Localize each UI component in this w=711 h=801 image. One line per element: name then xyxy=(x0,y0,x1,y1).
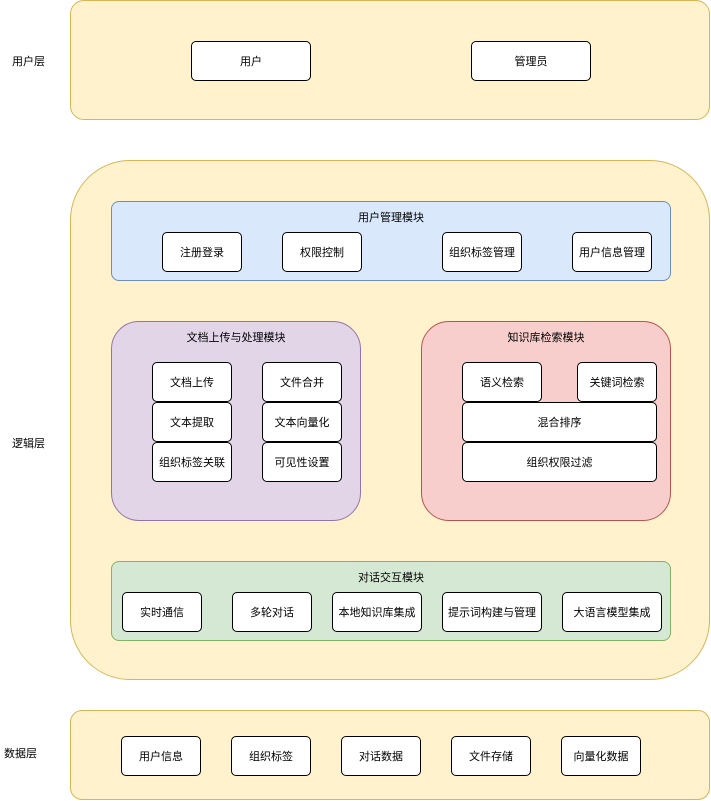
knowledge-retrieval-title: 知识库检索模块 xyxy=(507,331,585,344)
register-login-box: 注册登录 xyxy=(162,232,242,272)
user-info-management-box: 用户信息管理 xyxy=(572,232,652,272)
semantic-search-box: 语义检索 xyxy=(462,362,542,402)
text-vectorize-box: 文本向量化 xyxy=(262,402,342,442)
keyword-search-box: 关键词检索 xyxy=(577,362,657,402)
text-extract-box: 文本提取 xyxy=(152,402,232,442)
user-layer-label: 用户层 xyxy=(12,55,45,68)
file-merge-box: 文件合并 xyxy=(262,362,342,402)
data-layer: 用户信息 组织标签 对话数据 文件存储 向量化数据 xyxy=(70,710,710,800)
logic-layer: 用户管理模块 注册登录 权限控制 组织标签管理 用户信息管理 文档上传与处理模块… xyxy=(70,160,710,680)
document-processing-module: 文档上传与处理模块 文档上传 文件合并 文本提取 文本向量化 组织标签关联 可见… xyxy=(111,321,361,521)
llm-integration-box: 大语言模型集成 xyxy=(562,592,662,632)
dialog-interaction-module: 对话交互模块 实时通信 多轮对话 本地知识库集成 提示词构建与管理 大语言模型集… xyxy=(111,561,671,641)
dialog-interaction-title: 对话交互模块 xyxy=(358,571,424,584)
local-kb-integration-box: 本地知识库集成 xyxy=(332,592,422,632)
admin-box: 管理员 xyxy=(471,41,591,81)
knowledge-retrieval-module: 知识库检索模块 语义检索 关键词检索 混合排序 组织权限过滤 xyxy=(421,321,671,521)
user-management-module: 用户管理模块 注册登录 权限控制 组织标签管理 用户信息管理 xyxy=(111,201,671,281)
org-permission-filter-box: 组织权限过滤 xyxy=(462,442,657,482)
permission-control-box: 权限控制 xyxy=(282,232,362,272)
hybrid-ranking-box: 混合排序 xyxy=(462,402,657,442)
user-box: 用户 xyxy=(191,41,311,81)
user-layer: 用户 管理员 xyxy=(70,0,710,120)
org-tag-link-box: 组织标签关联 xyxy=(152,442,232,482)
vector-data-box: 向量化数据 xyxy=(561,736,641,776)
multi-turn-dialog-box: 多轮对话 xyxy=(232,592,312,632)
file-storage-box: 文件存储 xyxy=(451,736,531,776)
prompt-build-box: 提示词构建与管理 xyxy=(442,592,542,632)
user-info-data-box: 用户信息 xyxy=(121,736,201,776)
dialog-data-box: 对话数据 xyxy=(341,736,421,776)
realtime-comm-box: 实时通信 xyxy=(122,592,202,632)
org-tag-data-box: 组织标签 xyxy=(231,736,311,776)
org-tag-management-box: 组织标签管理 xyxy=(442,232,522,272)
document-processing-title: 文档上传与处理模块 xyxy=(186,331,286,344)
visibility-setting-box: 可见性设置 xyxy=(262,442,342,482)
logic-layer-label: 逻辑层 xyxy=(12,437,45,450)
user-management-title: 用户管理模块 xyxy=(358,211,424,224)
doc-upload-box: 文档上传 xyxy=(152,362,232,402)
data-layer-label: 数据层 xyxy=(4,747,37,760)
